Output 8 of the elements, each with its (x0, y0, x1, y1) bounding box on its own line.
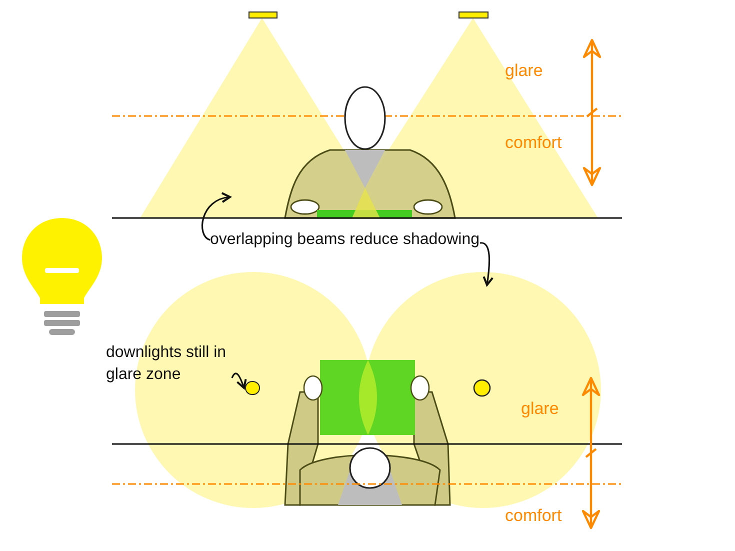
zone-label: glare (505, 60, 543, 82)
zone-label: comfort (505, 132, 562, 154)
annotation-text: overlapping beams reduce shadowing (210, 229, 480, 251)
leader-arrow (202, 192, 231, 241)
zone-label: comfort (505, 505, 562, 527)
annotation-text: downlights still in glare zone (106, 342, 232, 386)
leader-arrow (231, 372, 247, 389)
zone-label: glare (521, 398, 559, 420)
